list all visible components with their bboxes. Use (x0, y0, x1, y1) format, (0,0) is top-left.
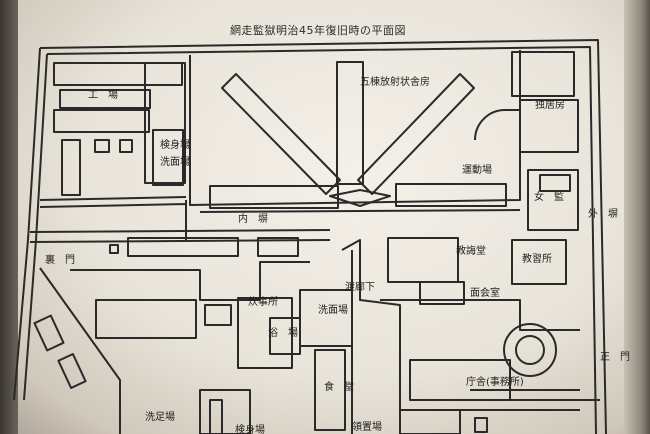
label-training-hall: 教習所 (522, 252, 552, 265)
label-inspection-top: 検身場 (160, 138, 190, 151)
outer-wall (13, 39, 607, 434)
label-visiting-room: 面会室 (470, 286, 500, 299)
label-storage: 領置場 (352, 420, 382, 433)
outer-wall-inner (23, 46, 597, 434)
label-solitary-cells: 独居房 (535, 98, 565, 111)
solitary-cell-block (511, 51, 575, 97)
label-washroom-top: 洗面場 (160, 155, 190, 168)
label-main-gate: 正 門 (600, 351, 630, 363)
workshop-building (53, 62, 183, 86)
radial-block-right (357, 73, 475, 195)
label-bathhouse: 浴 場 (268, 326, 298, 339)
inner-wall-line (199, 209, 521, 213)
board-right-edge (624, 0, 650, 434)
radial-block-center (336, 61, 364, 185)
label-inner-wall: 内 塀 (238, 212, 268, 225)
label-outer-wall: 外 塀 (588, 208, 618, 220)
radial-block-wright (395, 183, 507, 207)
label-washroom: 洗面場 (318, 303, 348, 316)
teaching-hall (387, 237, 459, 283)
label-rear-gate: 裏 門 (45, 253, 75, 266)
label-corridor: 渡廊下 (345, 280, 375, 293)
label-womens-ward: 女 監 (534, 190, 564, 203)
plan-outlines (13, 39, 607, 434)
radial-block-left (221, 73, 341, 195)
corridor (341, 239, 401, 434)
label-teaching-hall: 教誨堂 (456, 244, 486, 257)
inner-wall (189, 50, 521, 206)
womens-wing (527, 169, 579, 231)
radial-block-wleft (209, 185, 339, 209)
label-admin-office: 庁舎(事務所) (466, 375, 524, 388)
label-dining-hall: 食 堂 (324, 380, 354, 393)
map-title: 網走監獄明治45年復旧時の平面図 (230, 24, 406, 37)
board-left-edge (0, 0, 18, 434)
front-garden-circle (503, 323, 557, 377)
label-inspection-bottom: 検身場 (235, 423, 265, 434)
classroom-building (511, 239, 567, 285)
label-exercise-yard: 運動場 (462, 163, 492, 176)
label-kitchen: 炊事所 (248, 295, 278, 308)
kitchen-building (237, 297, 293, 369)
label-workshop: 工 場 (88, 88, 118, 101)
admin-office (409, 359, 511, 401)
label-foot-wash: 洗足場 (145, 410, 175, 423)
label-radial-cells: 五棟放射状舎房 (360, 75, 430, 88)
